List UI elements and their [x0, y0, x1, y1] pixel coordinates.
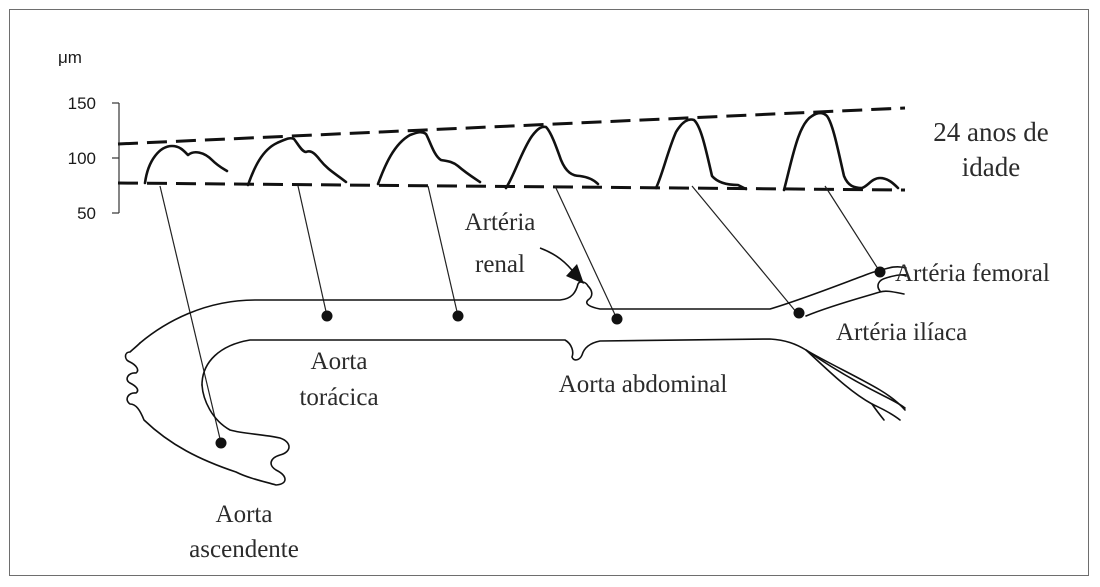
- aorta-outer-upper: [140, 271, 878, 343]
- age-label-line2: idade: [962, 152, 1020, 182]
- point-thoracic-aorta: [322, 311, 333, 322]
- renal-arrow-line: [540, 248, 576, 275]
- waveform-femoral-artery: [784, 113, 898, 190]
- waveform-thoracic-aorta: [248, 138, 346, 185]
- label-renal-line2: renal: [475, 251, 525, 278]
- waveform-thoracic-aorta-2: [378, 132, 480, 184]
- label-thoracic-line1: Aorta: [311, 348, 368, 375]
- y-axis: [112, 103, 119, 213]
- point-iliac-artery: [794, 308, 805, 319]
- leader-thoracic-2: [428, 186, 458, 316]
- point-femoral-artery: [875, 267, 886, 278]
- waveform-ascending-aorta: [145, 146, 227, 183]
- y-tick-label-100: 100: [68, 149, 96, 168]
- label-femoral-artery: Artéria femoral: [895, 260, 1050, 287]
- leader-thoracic: [298, 186, 327, 316]
- waveform-abdominal-aorta: [506, 127, 598, 188]
- point-abdominal-aorta: [612, 314, 623, 325]
- label-thoracic-line2: torácica: [299, 384, 378, 411]
- point-ascending-aorta: [216, 438, 227, 449]
- leader-ascending: [160, 186, 221, 443]
- lower-envelope-dashed-line: [118, 183, 905, 190]
- label-ascending-line2: ascendente: [189, 536, 299, 563]
- label-renal-line1: Artéria: [465, 209, 536, 236]
- upper-envelope-dashed-line: [118, 108, 905, 144]
- age-label-line1: 24 anos de: [933, 117, 1048, 147]
- label-ascending-line1: Aorta: [216, 501, 273, 528]
- y-axis-unit: μm: [58, 48, 82, 67]
- y-tick-label-50: 50: [77, 204, 96, 223]
- femoral-lower-branch: [806, 291, 904, 316]
- label-iliac-artery: Artéria ilíaca: [836, 319, 967, 346]
- waveform-iliac-artery: [656, 120, 746, 190]
- iliac-branch-b: [806, 350, 900, 420]
- aorta-outline: [126, 267, 907, 485]
- y-tick-label-150: 150: [68, 94, 96, 113]
- leader-iliac: [692, 186, 797, 313]
- leader-femoral: [825, 186, 880, 272]
- point-thoracic-aorta-2: [453, 311, 464, 322]
- label-abdominal-aorta: Aorta abdominal: [559, 371, 728, 398]
